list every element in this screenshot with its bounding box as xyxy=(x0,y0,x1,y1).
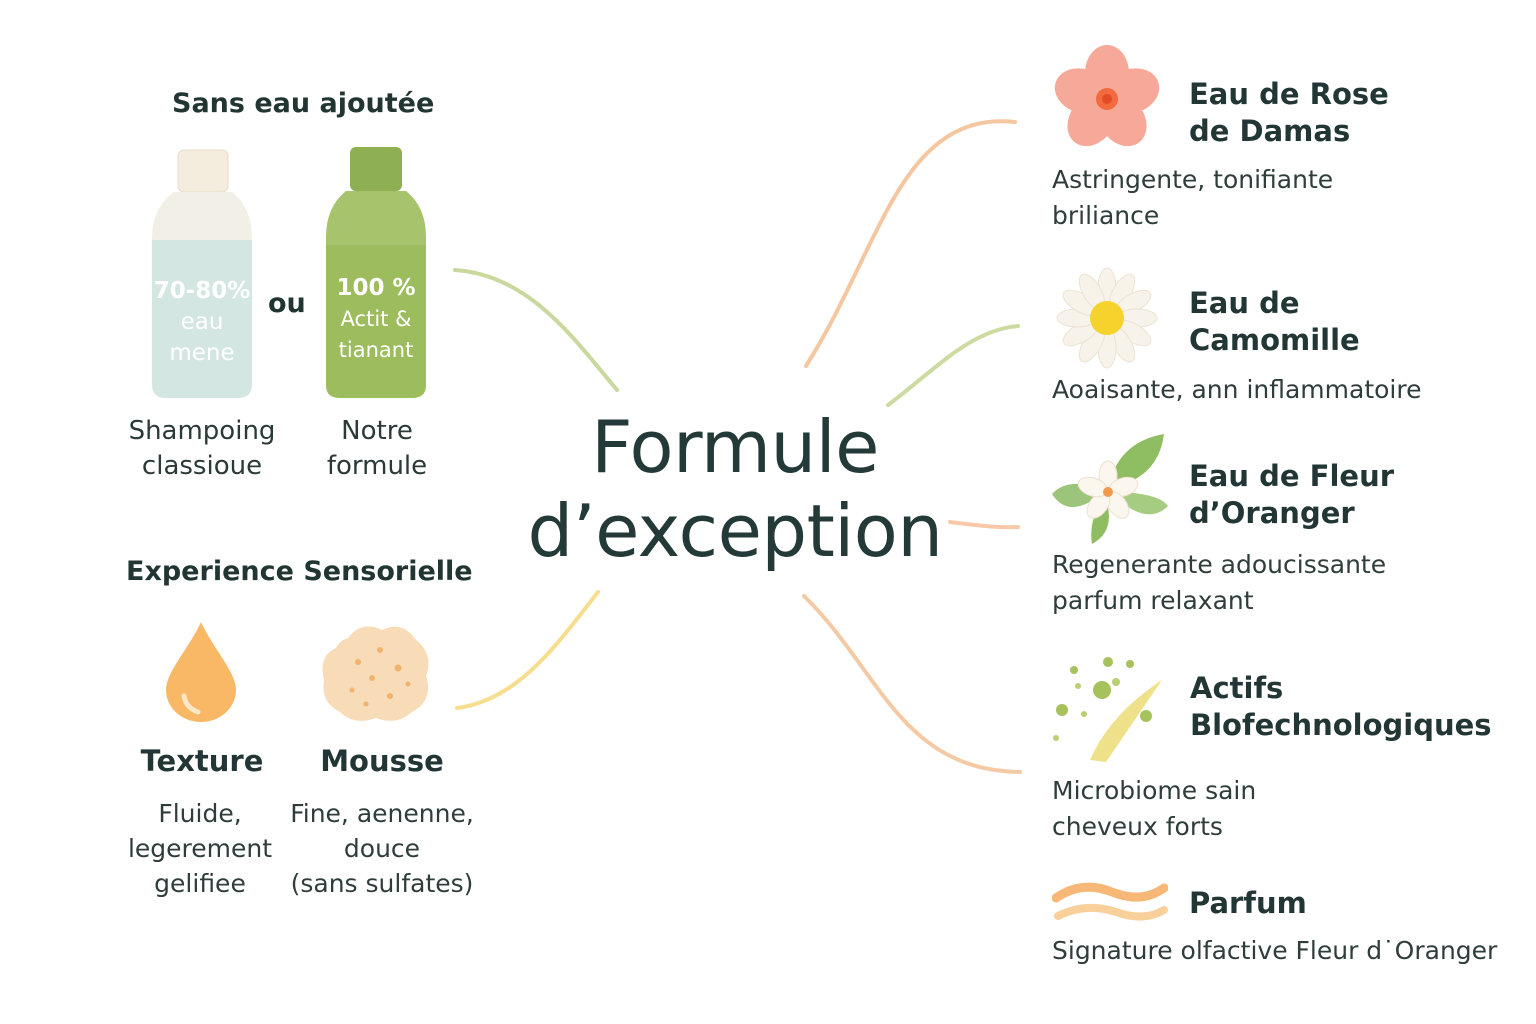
ingredient-chamomile-title: Eau de Camomille xyxy=(1189,285,1360,359)
chamomile-title-line2: Camomille xyxy=(1189,323,1360,357)
sensory-section-heading: Experience Sensorielle xyxy=(126,556,473,587)
texture-title: Texture xyxy=(140,744,264,778)
mousse-description: Fine, aenenne, douce (sans sulfates) xyxy=(282,796,482,901)
orange-blossom-desc-line1: Regenerante adoucissante xyxy=(1052,550,1387,579)
classic-bottle-line3: mene xyxy=(169,340,235,366)
center-title: Formule d’exception xyxy=(500,405,970,573)
center-title-line2: d’exception xyxy=(527,489,943,573)
rose-desc-line2: briliance xyxy=(1052,201,1160,230)
our-bottle: 100 % Actit & tianant xyxy=(322,145,430,400)
our-bottle-line1: 100 % xyxy=(336,275,416,301)
foam-icon xyxy=(322,626,429,721)
mousse-desc-line2: douce xyxy=(343,834,421,863)
ingredient-parfum-description: Signature olfactive Fleur d˙Oranger xyxy=(1052,936,1498,965)
our-caption-line2: formule xyxy=(326,451,428,481)
ingredient-biotech-description: Microbiome sain cheveux forts xyxy=(1052,773,1256,845)
connector-to-orange-blossom xyxy=(948,520,1020,530)
biotech-title-line2: Blofechnologiques xyxy=(1190,708,1492,742)
texture-description: Fluide, legerement gelifiee xyxy=(110,796,290,901)
our-bottle-icon xyxy=(326,147,426,398)
our-bottle-line2: Actit & xyxy=(340,307,412,331)
classic-caption-line1: Shampoing xyxy=(128,416,276,446)
mousse-desc-line1: Fine, aenenne, xyxy=(290,799,474,828)
chamomile-icon xyxy=(1056,267,1158,369)
mousse-desc-line3: (sans sulfates) xyxy=(290,869,474,898)
rose-desc-line1: Astringente, tonifiante xyxy=(1052,165,1334,194)
ingredient-chamomile-description: Aoaisante, ann inflammatoire xyxy=(1052,372,1421,408)
biotech-title-line1: Actifs xyxy=(1190,671,1284,705)
center-title-line1: Formule xyxy=(591,405,879,489)
chamomile-title-line1: Eau de xyxy=(1189,286,1300,320)
droplet-icon xyxy=(166,622,236,722)
biotech-desc-line2: cheveux forts xyxy=(1052,812,1223,841)
classic-bottle-icon xyxy=(152,149,252,398)
our-bottle-caption: Notre formule xyxy=(300,414,454,484)
or-label: ou xyxy=(268,288,306,319)
texture-desc-line3: gelifiee xyxy=(154,869,246,898)
mousse-title: Mousse xyxy=(320,744,444,778)
classic-bottle-caption: Shampoing classioue xyxy=(110,414,294,484)
ingredient-parfum-title: Parfum xyxy=(1189,886,1307,920)
ingredient-orange-blossom-description: Regenerante adoucissante parfum relaxant xyxy=(1052,547,1386,619)
orange-blossom-title-line1: Eau de Fleur xyxy=(1189,459,1395,493)
classic-bottle-line1: 70-80% xyxy=(153,278,251,304)
classic-caption-line2: classioue xyxy=(141,451,263,481)
our-caption-line1: Notre xyxy=(341,416,413,446)
connector-to-biotech xyxy=(802,594,1022,774)
classic-bottle-line2: eau xyxy=(180,309,224,335)
our-bottle-line3: tianant xyxy=(338,338,414,362)
texture-desc-line1: Fluide, xyxy=(158,799,242,828)
fragrance-wave-icon xyxy=(1052,882,1168,921)
rose-flower-icon xyxy=(1054,45,1160,147)
rose-title-line1: Eau de Rose xyxy=(1189,77,1389,111)
orange-blossom-icon xyxy=(1052,434,1168,544)
connector-to-sensory xyxy=(455,590,600,710)
orange-blossom-title-line2: d’Oranger xyxy=(1189,496,1355,530)
ingredient-rose-title: Eau de Rose de Damas xyxy=(1189,76,1389,150)
connector-to-bottles xyxy=(453,268,619,392)
chamomile-desc-line1: Aoaisante, ann inflammatoire xyxy=(1052,375,1422,404)
ingredient-rose-description: Astringente, tonifiante briliance xyxy=(1052,162,1333,234)
biotech-particles-icon xyxy=(1053,657,1162,762)
orange-blossom-desc-line2: parfum relaxant xyxy=(1052,586,1254,615)
water-section-heading: Sans eau ajoutée xyxy=(172,88,435,119)
rose-title-line2: de Damas xyxy=(1189,114,1351,148)
connector-to-chamomile xyxy=(886,324,1020,407)
ingredient-biotech-title: Actifs Blofechnologiques xyxy=(1190,670,1492,744)
texture-desc-line2: legerement xyxy=(127,834,273,863)
biotech-desc-line1: Microbiome sain xyxy=(1052,776,1257,805)
classic-bottle: 70-80% eau mene xyxy=(148,148,256,400)
connector-to-rose xyxy=(804,119,1017,368)
ingredient-orange-blossom-title: Eau de Fleur d’Oranger xyxy=(1189,458,1394,532)
